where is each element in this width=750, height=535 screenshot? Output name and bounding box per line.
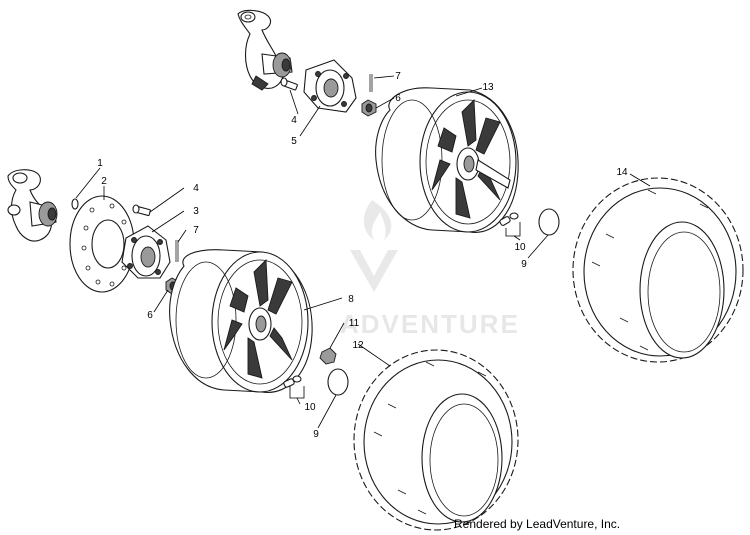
upper-valve-stem	[499, 212, 519, 226]
upper-wheel-rim	[375, 87, 519, 233]
callout-6-lower: 6	[147, 310, 153, 321]
callout-14: 14	[616, 167, 628, 178]
lower-cotter-pin	[175, 240, 179, 262]
upper-steering-knuckle	[237, 9, 293, 91]
callout-3: 3	[193, 206, 199, 217]
leader-lines	[75, 75, 651, 429]
upper-wheel-stud	[280, 77, 298, 91]
upper-tire	[572, 177, 744, 363]
callout-11: 11	[349, 318, 360, 329]
lower-brake-screw	[71, 198, 79, 210]
callout-6-upper: 6	[395, 93, 401, 104]
lower-wheel-stud	[132, 204, 151, 217]
callout-5: 5	[291, 136, 297, 147]
callout-1: 1	[97, 158, 103, 169]
lower-steering-knuckle	[7, 169, 58, 242]
callout-4-upper: 4	[291, 115, 297, 126]
lower-wheel-hub	[121, 225, 171, 279]
callout-4-lower: 4	[193, 183, 199, 194]
lower-lug-nut	[319, 347, 337, 365]
callout-10-upper: 10	[514, 242, 526, 253]
callout-7-lower: 7	[193, 225, 199, 236]
upper-center-cap	[538, 208, 560, 236]
callout-12: 12	[352, 340, 364, 351]
callout-labels: 1 2 4 3 7 6 8 11 12 10 9 7 6 4 5 13 10 9…	[97, 71, 628, 440]
lower-center-cap	[327, 368, 349, 396]
callout-7-upper: 7	[395, 71, 401, 82]
callout-9-lower: 9	[313, 429, 319, 440]
callout-8: 8	[348, 294, 354, 305]
upper-wheel-hub	[303, 59, 357, 113]
callout-10-lower: 10	[304, 402, 316, 413]
watermark-text: ADVENTURE	[340, 309, 520, 339]
lower-tire	[353, 349, 519, 531]
footer-credit: Rendered by LeadVenture, Inc.	[454, 517, 621, 531]
watermark-logo: ADVENTURE	[340, 200, 520, 339]
lower-wheel-rim	[169, 249, 313, 393]
lower-valve-stem	[283, 375, 302, 388]
callout-2: 2	[101, 176, 107, 187]
callout-13: 13	[482, 82, 494, 93]
lower-brake-disc	[69, 195, 135, 293]
upper-axle-nut	[361, 99, 377, 117]
callout-9-upper: 9	[521, 259, 527, 270]
upper-cotter-pin	[369, 74, 373, 92]
